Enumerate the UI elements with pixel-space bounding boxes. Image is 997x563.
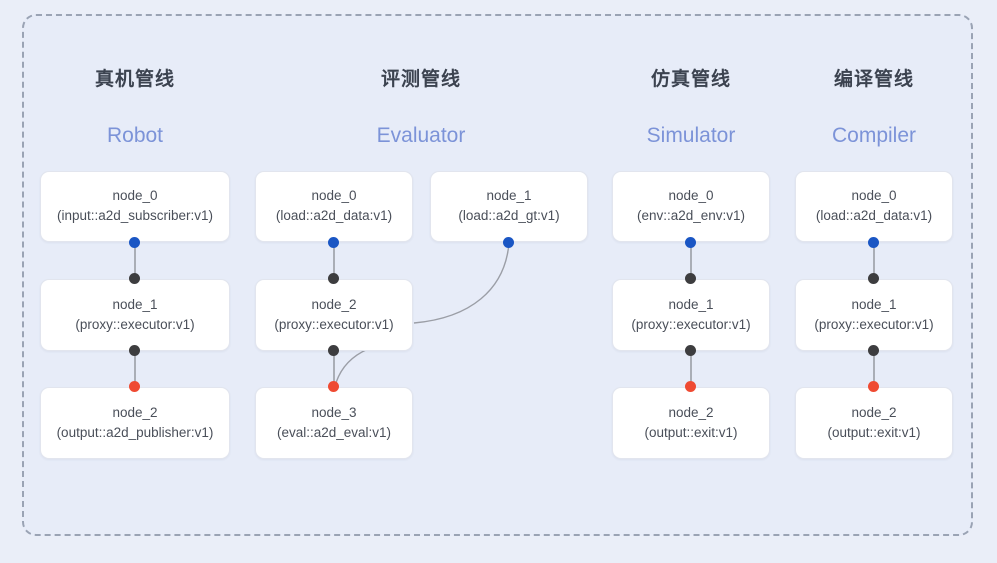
port-output-eval-node-2[interactable] [328,345,339,356]
column-title-en-evaluator: Evaluator [376,124,466,147]
column-title-en-simulator: Simulator [646,124,736,147]
node-spec: (output::exit:v1) [827,424,921,440]
port-input-comp-node-2[interactable] [868,381,879,392]
node-spec: (env::a2d_env:v1) [636,208,746,223]
node-spec: (proxy::executor:v1) [814,316,934,332]
node-eval-node-1[interactable]: node_1 (load::a2d_gt:v1) [430,171,588,242]
node-sim-node-0[interactable]: node_0 (env::a2d_env:v1) [612,171,770,242]
port-input-eval-node-3[interactable] [328,381,339,392]
node-name: node_0 [851,188,897,204]
column-title-cn-robot: 真机管线 [94,69,175,90]
port-input-robot-node-1[interactable] [129,273,140,284]
node-eval-node-0[interactable]: node_0 (load::a2d_data:v1) [255,171,413,242]
port-input-sim-node-1[interactable] [685,273,696,284]
node-name: node_2 [311,296,357,312]
node-comp-node-2[interactable]: node_2 (output::exit:v1) [795,387,953,459]
port-input-robot-node-2[interactable] [129,381,140,392]
port-input-comp-node-1[interactable] [868,273,879,284]
node-spec: (load::a2d_data:v1) [815,208,933,223]
port-output-sim-node-1[interactable] [685,345,696,356]
column-title-cn-evaluator: 评测管线 [380,69,461,90]
node-sim-node-2[interactable]: node_2 (output::exit:v1) [612,387,770,459]
node-name: node_2 [851,404,897,420]
node-name: node_3 [311,404,357,420]
port-output-sim-node-0[interactable] [685,237,696,248]
node-robot-node-1[interactable]: node_1 (proxy::executor:v1) [40,279,230,351]
node-name: node_0 [668,188,714,204]
node-spec: (output::a2d_publisher:v1) [56,424,214,440]
node-name: node_2 [112,404,158,420]
port-output-comp-node-0[interactable] [868,237,879,248]
node-name: node_0 [112,188,158,204]
column-title-cn-simulator: 仿真管线 [650,69,731,90]
node-name: node_1 [668,296,714,312]
node-robot-node-0[interactable]: node_0 (input::a2d_subscriber:v1) [40,171,230,242]
node-name: node_1 [851,296,897,312]
column-title-en-robot: Robot [106,124,164,147]
port-output-comp-node-1[interactable] [868,345,879,356]
port-output-eval-node-0[interactable] [328,237,339,248]
node-comp-node-1[interactable]: node_1 (proxy::executor:v1) [795,279,953,351]
node-spec: (output::exit:v1) [644,424,738,440]
node-name: node_1 [112,296,158,312]
node-name: node_2 [668,404,714,420]
column-title-en-compiler: Compiler [831,124,917,147]
node-spec: (input::a2d_subscriber:v1) [56,208,214,223]
node-spec: (load::a2d_data:v1) [275,208,393,223]
port-output-robot-node-1[interactable] [129,345,140,356]
node-name: node_0 [311,188,357,204]
node-spec: (load::a2d_gt:v1) [458,208,560,223]
port-output-robot-node-0[interactable] [129,237,140,248]
node-eval-node-2[interactable]: node_2 (proxy::executor:v1) [255,279,413,351]
node-spec: (eval::a2d_eval:v1) [276,424,392,440]
column-title-cn-compiler: 编译管线 [833,69,914,90]
port-input-sim-node-2[interactable] [685,381,696,392]
node-spec: (proxy::executor:v1) [75,316,195,332]
port-output-eval-node-1[interactable] [503,237,514,248]
port-input-eval-node-2[interactable] [328,273,339,284]
node-spec: (proxy::executor:v1) [631,316,751,332]
node-sim-node-1[interactable]: node_1 (proxy::executor:v1) [612,279,770,351]
node-name: node_1 [486,188,532,204]
node-spec: (proxy::executor:v1) [274,316,394,332]
node-eval-node-3[interactable]: node_3 (eval::a2d_eval:v1) [255,387,413,459]
node-robot-node-2[interactable]: node_2 (output::a2d_publisher:v1) [40,387,230,459]
node-comp-node-0[interactable]: node_0 (load::a2d_data:v1) [795,171,953,242]
